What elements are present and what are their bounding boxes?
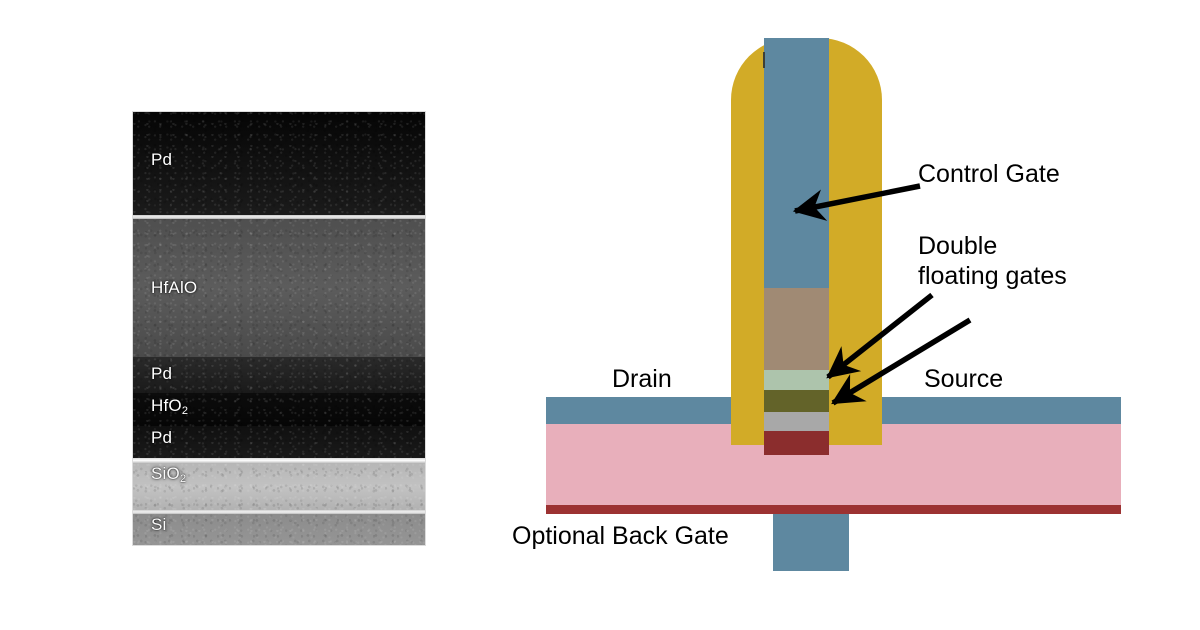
tem-label-hfalo: HfAlO xyxy=(151,278,198,297)
back-gate xyxy=(773,514,849,571)
substrate-base-strip xyxy=(546,505,1121,514)
control-gate-core xyxy=(764,38,829,288)
label-double-line1: Double xyxy=(918,232,998,260)
tem-label-si: Si xyxy=(151,515,167,534)
tunnel-layer xyxy=(764,288,829,370)
label-back-gate: Optional Back Gate xyxy=(512,522,729,550)
tem-layer-hfo2 xyxy=(133,393,425,426)
label-control-gate: Control Gate xyxy=(918,160,1060,188)
label-source: Source xyxy=(924,365,1004,393)
tem-layer-pd-top xyxy=(133,112,425,217)
label-drain: Drain xyxy=(612,365,672,393)
channel-layer xyxy=(764,431,829,455)
source-contact xyxy=(882,397,1121,424)
blocking-layer xyxy=(764,412,829,431)
tem-layer-hfalo xyxy=(133,219,425,357)
tem-seam-pd-hfalo xyxy=(133,215,425,219)
tem-label-hfo2: HfO2 xyxy=(151,396,189,417)
tem-layer-si xyxy=(133,514,425,545)
tem-label-pd-top: Pd xyxy=(151,150,173,169)
floating-gate-lower xyxy=(764,390,829,412)
tem-layer-sio2 xyxy=(133,463,425,512)
gate-top-notch xyxy=(763,52,765,68)
tem-layer-pd-mid xyxy=(133,357,425,393)
tem-layer-pd-low xyxy=(133,426,425,460)
label-double-floating-gates: Double floating gates xyxy=(918,232,1067,291)
label-double-line2: floating gates xyxy=(918,261,1067,290)
tem-label-sio2: SiO2 xyxy=(151,464,187,485)
tem-seam-sio2-si xyxy=(133,510,425,514)
floating-gate-upper xyxy=(764,370,829,390)
tem-label-pd-low: Pd xyxy=(151,428,173,447)
tem-label-pd-mid: Pd xyxy=(151,364,173,383)
tem-seam-pd-sio2 xyxy=(133,458,425,463)
device-schematic: Control Gate Double floating gates Drain… xyxy=(470,0,1200,630)
tem-micrograph: Pd HfAlO Pd HfO2 Pd SiO2 Si xyxy=(133,112,425,545)
